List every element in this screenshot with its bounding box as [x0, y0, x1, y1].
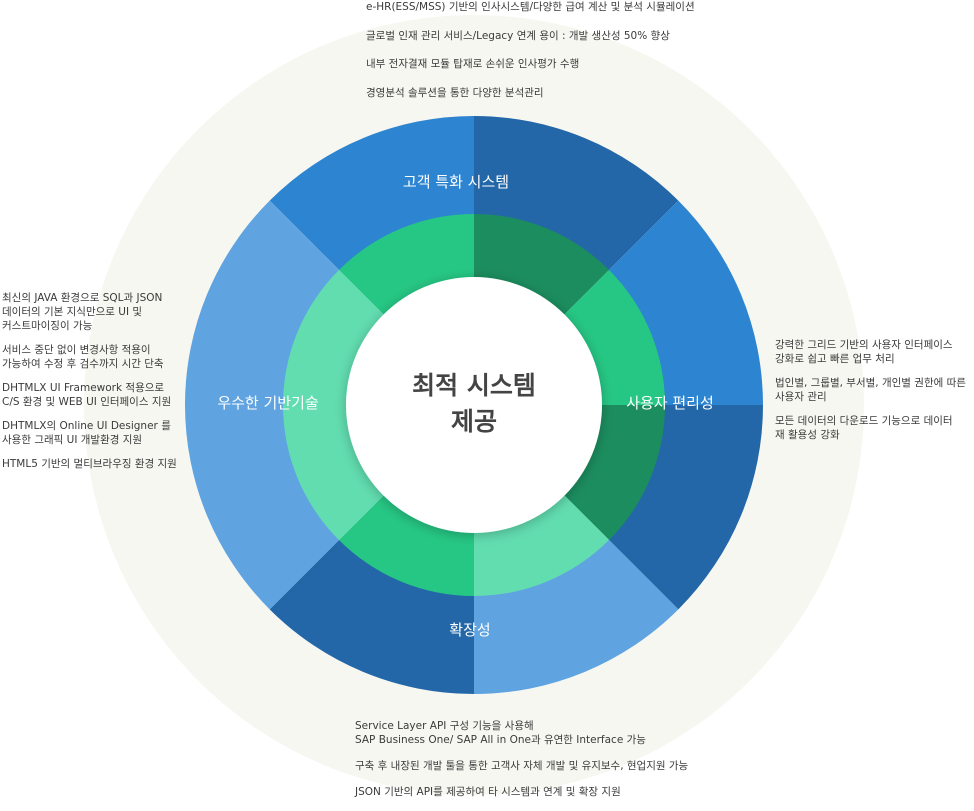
feature-list-right: 강력한 그리드 기반의 사용자 인터페이스 강화로 쉽고 빠른 업무 처리 법인…: [775, 338, 973, 452]
outer-ring-segment-1: [474, 116, 679, 271]
inner-ring-segment-1: [474, 214, 610, 316]
feature-item: DHTMLX의 Online UI Designer 를 사용한 그래픽 UI …: [2, 420, 171, 446]
outer-ring-segment-4: [474, 539, 679, 694]
feature-item: 구축 후 내장된 개발 툴을 통한 고객사 자체 개발 및 유지보수, 현업지원…: [355, 760, 689, 772]
feature-item: 강력한 그리드 기반의 사용자 인터페이스 강화로 쉽고 빠른 업무 처리: [775, 339, 953, 365]
feature-item: Service Layer API 구성 기능을 사용해 SAP Busines…: [355, 720, 646, 746]
feature-item: HTML5 기반의 멀티브라우징 환경 지원: [2, 458, 177, 470]
feature-item: 서비스 중단 없이 변경사항 적용이 가능하여 수정 후 검수까지 시간 단축: [2, 344, 164, 370]
feature-item: JSON 기반의 API를 제공하여 타 시스템과 연계 및 확장 지원: [355, 786, 621, 798]
feature-item: 모든 데이터의 다운로드 기능으로 데이터 재 활용성 강화: [775, 415, 953, 441]
outer-ring-segment-3: [608, 405, 763, 610]
outer-ring-segment-0: [269, 116, 474, 271]
segment-label-right: 사용자 편리성: [626, 394, 714, 412]
feature-item: DHTMLX UI Framework 적용으로 C/S 환경 및 WEB UI…: [2, 382, 172, 408]
center-title-line2: 제공: [451, 407, 497, 436]
feature-item: e-HR(ESS/MSS) 기반의 인사시스템/다양한 급여 계산 및 분석 시…: [366, 1, 695, 13]
center-circle: [346, 277, 602, 533]
segment-label-left: 우수한 기반기술: [217, 394, 318, 412]
inner-ring-segment-3: [563, 405, 665, 541]
feature-list-bottom: Service Layer API 구성 기능을 사용해 SAP Busines…: [355, 719, 775, 811]
feature-list-top: e-HR(ESS/MSS) 기반의 인사시스템/다양한 급여 계산 및 분석 시…: [366, 0, 926, 114]
feature-item: 내부 전자결재 모듈 탑재로 손쉬운 인사평가 수행: [366, 58, 580, 70]
feature-item: 경영분석 솔루션을 통한 다양한 분석관리: [366, 86, 544, 99]
inner-green-ring: [283, 214, 665, 597]
inner-ring-segment-5: [338, 494, 474, 597]
feature-list-left: 최신의 JAVA 환경으로 SQL과 JSON 데이터의 기본 지식만으로 UI…: [2, 291, 202, 481]
feature-item: 글로벌 인재 관리 서비스/Legacy 연계 용이 : 개발 생산성 50% …: [366, 29, 670, 42]
inner-ring-segment-7: [283, 269, 385, 405]
inner-ring-segment-0: [338, 214, 474, 316]
feature-item: 법인별, 그룹별, 부서별, 개인별 권한에 따른 사용자 관리: [775, 377, 966, 403]
feature-item: 최신의 JAVA 환경으로 SQL과 JSON 데이터의 기본 지식만으로 UI…: [2, 292, 163, 332]
inner-ring-segment-6: [283, 405, 385, 541]
inner-ring-segment-4: [474, 494, 610, 596]
segment-label-top: 고객 특화 시스템: [403, 173, 509, 191]
outer-ring-segment-6: [185, 405, 340, 610]
center-title-line1: 최적 시스템: [412, 371, 536, 400]
outer-ring-segment-5: [269, 539, 474, 694]
outer-ring-segment-2: [608, 200, 763, 405]
outer-blue-ring: [185, 116, 763, 694]
segment-label-bottom: 확장성: [449, 621, 490, 639]
outer-ring-segment-7: [185, 200, 340, 405]
inner-ring-segment-2: [563, 269, 665, 405]
